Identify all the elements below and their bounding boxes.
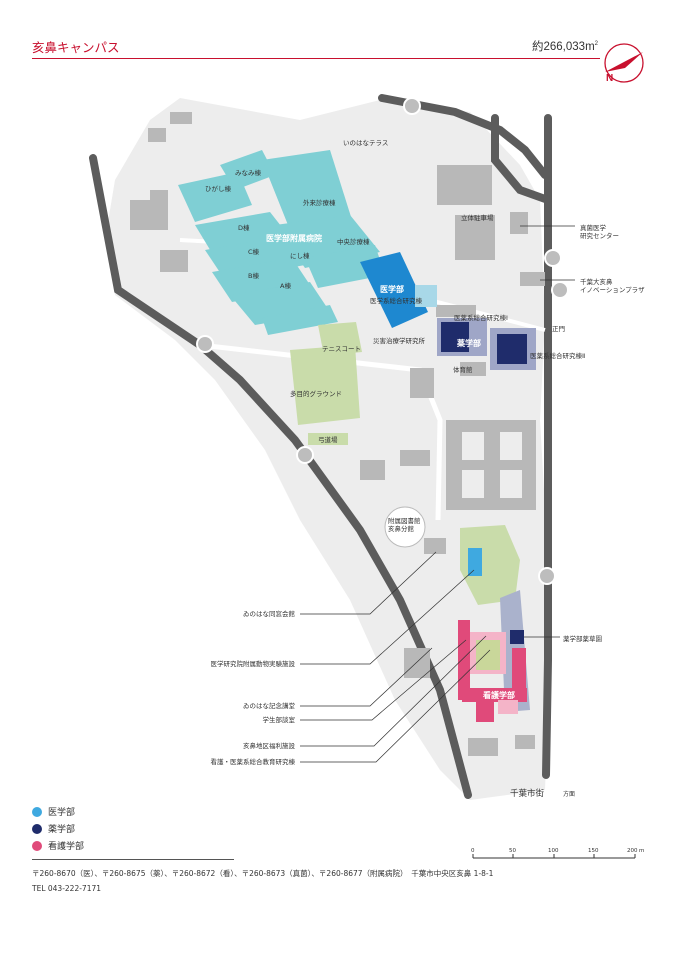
legend-item-igaku: 医学部: [32, 803, 84, 820]
multipurpose-ground: [290, 345, 360, 425]
label-yakuso: 薬学部薬草園: [563, 634, 602, 643]
label-nishi: にし棟: [290, 251, 310, 260]
label-d: D棟: [238, 223, 250, 232]
label-gairai: 外来診療棟: [303, 198, 336, 207]
grey-buildings: [130, 112, 545, 756]
scale-tick-1: 50: [509, 848, 516, 854]
callout-1: 医学研究院附属動物実験施設: [211, 659, 296, 668]
footer-postal: 〒260-8670（医）、〒260-8675（薬）、〒260-8672（看）、〒…: [32, 869, 494, 878]
building-labels: いのはなテラス みなみ棟 ひがし棟 D棟 C棟 B棟 A棟 にし棟 外来診療棟 …: [205, 139, 645, 700]
igaku-small-building: [468, 548, 482, 576]
label-b: B棟: [248, 271, 259, 280]
page-title: 亥鼻キャンパス: [32, 40, 120, 55]
label-iyaku-research2: 医薬系総合研究棟Ⅱ: [530, 351, 585, 360]
yakuso-building: [510, 630, 524, 644]
label-yakugaku: 薬学部: [456, 338, 481, 348]
label-gym: 体育館: [453, 365, 473, 374]
label-kango: 看護学部: [482, 690, 515, 700]
roundabout-northeast: [544, 249, 562, 267]
area-unit-superscript: 2: [594, 41, 598, 48]
road-loop: [491, 114, 552, 204]
label-shinkan: 真菌医学研究センター: [580, 223, 619, 240]
label-minami: みなみ棟: [235, 168, 262, 177]
legend-dot-icon: [32, 823, 42, 834]
direction-suffix: 方面: [563, 790, 575, 798]
yakugaku-building-2: [497, 334, 527, 364]
callout-0: ゐのはな同窓会館: [243, 609, 296, 618]
scale-unit: m: [639, 848, 644, 854]
label-yakugaku-research: 医薬系総合研究棟Ⅰ: [454, 313, 508, 322]
scale-bar: 0 50 100 150 200 m: [471, 848, 644, 859]
legend-label: 薬学部: [48, 825, 76, 835]
roundabout-gate: [551, 281, 569, 299]
hospital-buildings: [178, 150, 385, 335]
igaku-building: [360, 252, 428, 328]
callout-lines: [300, 551, 491, 763]
footer-tel: TEL 043-222-7171: [32, 884, 102, 893]
green-area: [460, 525, 520, 605]
legend-item-yakugaku: 薬学部: [32, 820, 84, 837]
label-tennis: テニスコート: [322, 345, 361, 353]
label-parking: 立体駐車場: [461, 213, 494, 222]
direction-label: 千葉市街: [510, 788, 545, 799]
library-building: [384, 506, 426, 548]
label-ground: 多目的グラウンド: [290, 389, 342, 398]
label-chuo: 中央診療棟: [337, 237, 370, 246]
scale-tick-4: 200: [627, 848, 638, 854]
callout-5: 看護・医薬系総合教育研究棟: [211, 757, 296, 766]
label-main-gate: 正門: [552, 325, 565, 333]
legend-dot-icon: [32, 840, 42, 851]
scale-tick-3: 150: [588, 848, 599, 854]
label-c: C棟: [248, 247, 260, 256]
kango-buildings: [458, 620, 527, 722]
roundabout-southwest: [296, 446, 314, 464]
roundabout-north: [403, 97, 421, 115]
label-innovation: 千葉大亥鼻イノベーションプラザ: [580, 277, 645, 294]
legend-dot-icon: [32, 806, 42, 817]
callout-2: ゐのはな記念講堂: [243, 701, 296, 710]
legend-label: 医学部: [48, 808, 76, 818]
label-igaku: 医学部: [380, 284, 404, 294]
callout-3: 学生部談室: [263, 715, 296, 724]
north-arrow-icon: N: [604, 43, 644, 84]
footer-rule: [32, 859, 234, 860]
callout-4: 亥鼻地区福利施設: [243, 741, 296, 750]
legend-label: 看護学部: [48, 842, 85, 852]
label-hospital: 医学部附属病院: [266, 233, 322, 243]
label-inohana-terrace: いのはなテラス: [343, 139, 388, 147]
igaku-annex: [415, 285, 437, 307]
kyudo-hall: [308, 433, 348, 445]
right-leader-lines: [520, 225, 575, 638]
label-saigai: 災害治療学研究所: [373, 336, 426, 345]
label-library: 附属図書館亥鼻分館: [388, 516, 421, 533]
label-higashi: ひがし棟: [205, 184, 232, 193]
area-value: 約266,033m: [532, 41, 595, 53]
road-east: [542, 114, 552, 779]
header-rule: [32, 58, 600, 59]
compass-letter: N: [606, 73, 613, 84]
roundabout-southeast: [538, 567, 556, 585]
campus-area: 約266,033m2: [532, 38, 598, 54]
scale-tick-2: 100: [548, 848, 559, 854]
callout-labels: ゐのはな同窓会館 医学研究院附属動物実験施設 ゐのはな記念講堂 学生部談室 亥鼻…: [211, 609, 296, 766]
label-igaku-research: 医学系総合研究棟: [370, 296, 423, 305]
scale-tick-0: 0: [471, 848, 475, 854]
label-a: A棟: [280, 281, 291, 290]
roundabout-west: [196, 335, 214, 353]
yakugaku-building-1: [441, 322, 469, 352]
label-kyudo: 弓道場: [318, 435, 338, 444]
legend-item-kango: 看護学部: [32, 837, 84, 854]
building-grid: [462, 432, 522, 498]
road-north: [378, 94, 549, 179]
legend: 医学部 薬学部 看護学部: [32, 803, 84, 854]
